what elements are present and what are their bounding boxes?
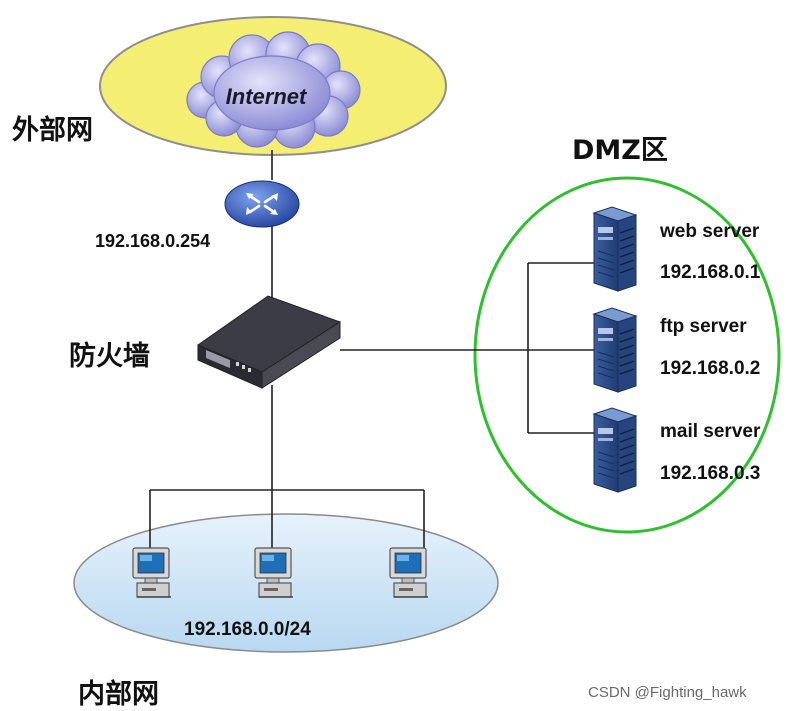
internet-cloud-icon <box>186 31 361 149</box>
internet-label: Internet <box>226 84 308 109</box>
web-server-name: web server <box>660 221 760 242</box>
firewall-icon <box>196 295 342 389</box>
computer-icon <box>389 547 428 598</box>
internal-network-label: 内部网 <box>78 679 159 710</box>
network-links <box>149 150 595 548</box>
server-icon <box>592 206 638 292</box>
computer-icon <box>254 547 293 598</box>
mail-server-name: mail server <box>660 421 761 442</box>
router-ip-label: 192.168.0.254 <box>95 231 211 251</box>
mail-server-ip: 192.168.0.3 <box>660 463 761 484</box>
server-icon <box>592 307 638 393</box>
external-network-label: 外部网 <box>12 115 93 146</box>
firewall-label: 防火墙 <box>69 341 150 372</box>
ftp-server-ip: 192.168.0.2 <box>660 358 761 379</box>
server-icon <box>592 407 638 493</box>
dmz-label: DMZ区 <box>572 135 668 166</box>
watermark: CSDN @Fighting_hawk <box>588 684 747 701</box>
web-server-ip: 192.168.0.1 <box>660 262 761 283</box>
dmz-zone <box>473 176 781 534</box>
lan-subnet-label: 192.168.0.0/24 <box>184 619 311 640</box>
computer-icon <box>132 547 171 598</box>
router-icon <box>224 180 300 228</box>
ftp-server-name: ftp server <box>660 316 747 337</box>
